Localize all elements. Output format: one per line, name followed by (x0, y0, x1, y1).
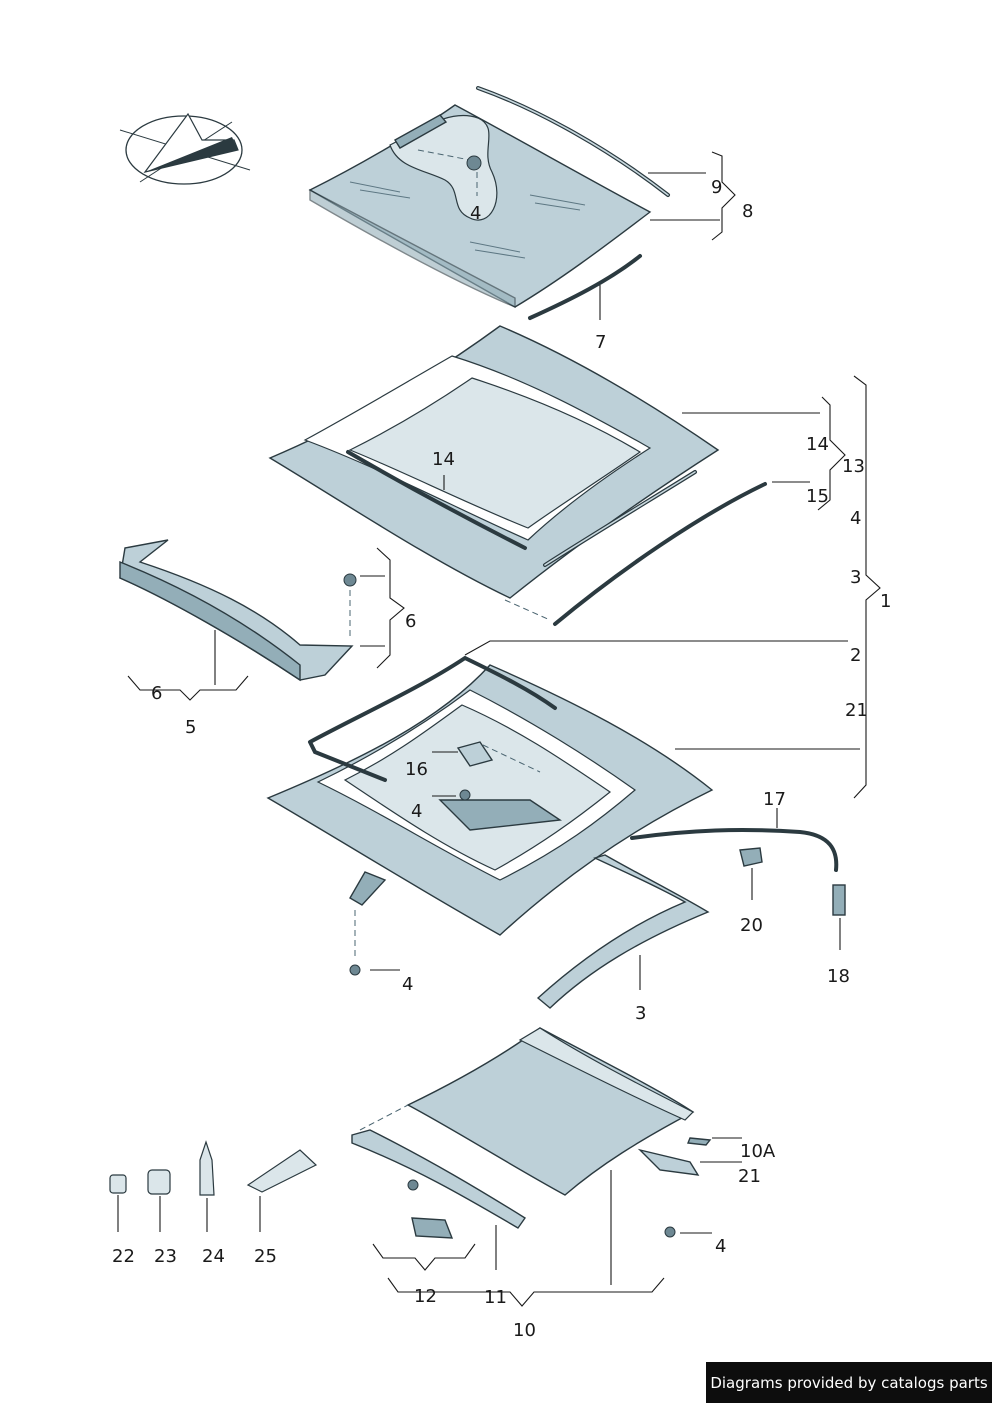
orientation-arrow-icon (119, 112, 251, 185)
callout-25: 25 (254, 1246, 277, 1267)
glass-panel-part-8 (308, 86, 670, 320)
callout-2: 2 (850, 645, 861, 666)
callout-4-motor: 4 (411, 801, 422, 822)
callout-4-right: 4 (850, 508, 861, 529)
callout-13: 13 (842, 456, 865, 477)
callout-6-left: 6 (151, 683, 162, 704)
frame-part-13 (268, 325, 767, 626)
callout-8: 8 (742, 201, 753, 222)
callout-22: 22 (112, 1246, 135, 1267)
callout-3-rail: 3 (635, 1003, 646, 1024)
wind-deflector-part-5 (119, 539, 357, 682)
callout-7: 7 (595, 332, 606, 353)
callout-14-panel: 14 (432, 449, 455, 470)
consumables-parts-22-25 (109, 1140, 318, 1196)
callout-4-shade: 4 (715, 1236, 726, 1257)
callout-24: 24 (202, 1246, 225, 1267)
callout-10: 10 (513, 1320, 536, 1341)
callout-16: 16 (405, 759, 428, 780)
callout-14-seal: 14 (806, 434, 829, 455)
callout-23: 23 (154, 1246, 177, 1267)
callout-4-glass: 4 (470, 203, 481, 224)
callout-9: 9 (711, 177, 722, 198)
credit-text: Diagrams provided by catalogs parts (710, 1373, 988, 1392)
callout-5: 5 (185, 717, 196, 738)
callout-1: 1 (880, 591, 891, 612)
callout-17: 17 (763, 789, 786, 810)
callout-15: 15 (806, 486, 829, 507)
callout-18: 18 (827, 966, 850, 987)
callout-labels: 9 8 4 7 14 13 15 4 3 1 14 6 6 5 2 21 16 … (112, 177, 891, 1341)
leader-lines (117, 172, 860, 1285)
callout-3-right: 3 (850, 567, 861, 588)
callout-20: 20 (740, 915, 763, 936)
callout-11: 11 (484, 1287, 507, 1308)
callout-10a: 10A (740, 1141, 776, 1162)
callout-21-right: 21 (845, 700, 868, 721)
drain-hose-part-17 (349, 828, 846, 976)
callout-4-drain: 4 (402, 974, 413, 995)
guide-rail-part-3 (536, 854, 710, 1009)
callout-12: 12 (414, 1286, 437, 1307)
brace-lines (127, 151, 881, 1307)
housing-part-21 (266, 655, 714, 936)
sunshade-part-10 (351, 1027, 712, 1239)
credit-banner: Diagrams provided by catalogs parts (706, 1362, 992, 1403)
callout-6-right: 6 (405, 611, 416, 632)
callout-21-shade: 21 (738, 1166, 761, 1187)
